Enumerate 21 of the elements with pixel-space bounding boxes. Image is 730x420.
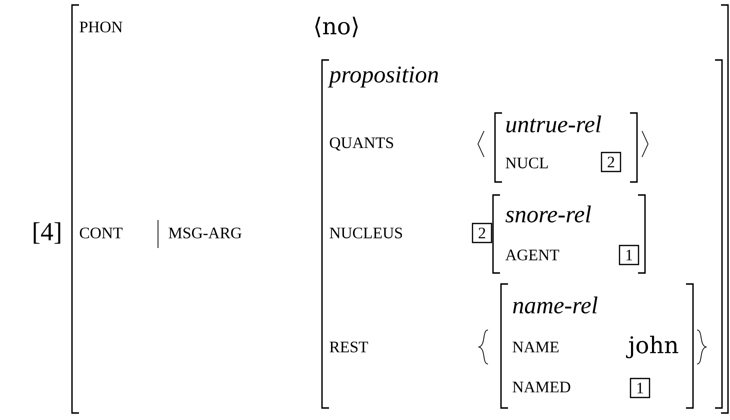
feature-name: PHON — [80, 22, 122, 32]
feature-name: NAMED — [512, 382, 570, 392]
tag-box: 1 — [630, 378, 650, 398]
example-number: [4] — [34, 222, 60, 244]
tag-box: 2 — [472, 222, 492, 244]
type-label: proposition — [328, 66, 438, 88]
feature-name: MSG-ARG — [168, 228, 242, 238]
value-text: john — [626, 336, 678, 358]
feature-name: REST — [330, 342, 368, 352]
feature-name: QUANTS — [330, 137, 394, 151]
feature-name: AGENT — [505, 250, 560, 260]
feature-name: NAME — [512, 342, 558, 352]
feature-name: NUCLEUS — [330, 228, 402, 238]
type-label: snore-rel — [506, 206, 591, 222]
type-label: untrue-rel — [506, 116, 602, 132]
value-text: ⟨no⟩ — [315, 16, 358, 38]
feature-name: NUCL — [506, 158, 548, 168]
feature-name: CONT — [80, 228, 122, 238]
tag-box: 2 — [600, 152, 622, 172]
type-label: name-rel — [513, 296, 598, 314]
tag-box: 1 — [618, 244, 640, 266]
